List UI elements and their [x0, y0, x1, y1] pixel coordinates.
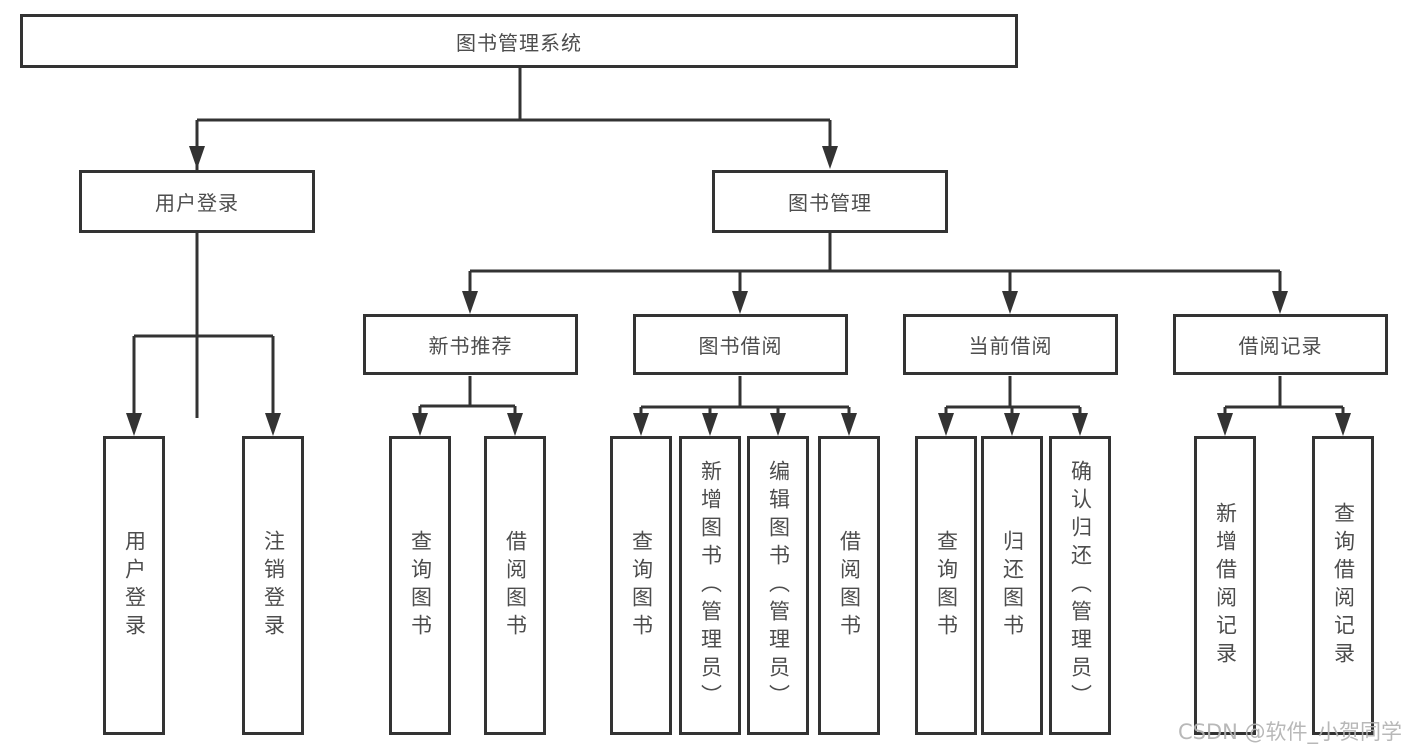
arrowhead-leaf-d1 — [938, 413, 954, 436]
arrowhead-currentborrow — [1002, 291, 1018, 314]
leaf-logout: 注销登录 — [242, 436, 304, 735]
connector-newbook-bus — [418, 376, 517, 420]
leaf-query-books-recommend-label: 查询图书 — [408, 529, 433, 642]
node-book-management-label: 图书管理 — [788, 191, 872, 215]
connector-bookborrow-bus — [639, 376, 851, 420]
node-new-book-recommend-label: 新书推荐 — [428, 334, 513, 358]
arrowhead-leaf-logout — [265, 413, 281, 436]
node-borrow-records: 借阅记录 — [1173, 314, 1388, 375]
node-borrow-records-label: 借阅记录 — [1238, 334, 1323, 358]
arrowhead-leaf-b1 — [412, 413, 428, 436]
leaf-borrow-books: 借阅图书 — [818, 436, 880, 735]
leaf-edit-books-admin: 编辑图书（管理员） — [747, 436, 809, 735]
connector-paths — [132, 68, 1345, 420]
leaf-logout-label: 注销登录 — [261, 529, 286, 642]
node-book-borrow-label: 图书借阅 — [698, 334, 783, 358]
leaf-edit-books-admin-label: 编辑图书（管理员） — [766, 459, 791, 712]
arrowhead-leaf-c3 — [770, 413, 786, 436]
arrowhead-bookmgmt — [822, 146, 838, 169]
leaf-query-books-current: 查询图书 — [915, 436, 977, 735]
node-user-login-label: 用户登录 — [155, 191, 239, 215]
leaf-add-borrow-record-label: 新增借阅记录 — [1213, 501, 1238, 670]
node-root-system-label: 图书管理系统 — [456, 30, 582, 55]
leaf-query-books-borrow: 查询图书 — [610, 436, 672, 735]
node-new-book-recommend: 新书推荐 — [363, 314, 578, 375]
arrowhead-records — [1272, 291, 1288, 314]
arrowhead-leaf-d3 — [1072, 413, 1088, 436]
leaf-confirm-return-admin-label: 确认归还（管理员） — [1068, 459, 1093, 712]
leaf-query-borrow-record-label: 查询借阅记录 — [1331, 501, 1356, 670]
leaf-borrow-books-recommend: 借阅图书 — [484, 436, 546, 735]
arrowhead-leaf-userlogin — [126, 413, 142, 436]
arrowhead-leaf-b2 — [507, 413, 523, 436]
leaf-query-borrow-record: 查询借阅记录 — [1312, 436, 1374, 735]
leaf-user-login: 用户登录 — [103, 436, 165, 735]
arrowhead-leaf-d2 — [1004, 413, 1020, 436]
arrowheads — [126, 146, 1351, 436]
leaf-query-books-current-label: 查询图书 — [934, 529, 959, 642]
arrowhead-userlogin — [189, 146, 205, 169]
node-current-borrow-label: 当前借阅 — [968, 334, 1053, 358]
node-book-borrow: 图书借阅 — [633, 314, 848, 375]
arrowhead-newbook — [462, 291, 478, 314]
node-book-management: 图书管理 — [712, 170, 948, 233]
connector-bookmgmt-bus — [468, 233, 1282, 298]
csdn-watermark: CSDN @软件_小贺同学 — [1178, 720, 1403, 744]
leaf-borrow-books-recommend-label: 借阅图书 — [503, 529, 528, 642]
leaf-user-login-label: 用户登录 — [122, 529, 147, 642]
leaf-add-books-admin-label: 新增图书（管理员） — [698, 459, 723, 712]
node-current-borrow: 当前借阅 — [903, 314, 1118, 375]
connector-root-bus — [195, 68, 832, 418]
leaf-query-books-borrow-label: 查询图书 — [629, 529, 654, 642]
leaf-add-borrow-record: 新增借阅记录 — [1194, 436, 1256, 735]
leaf-query-books-recommend: 查询图书 — [389, 436, 451, 735]
leaf-add-books-admin: 新增图书（管理员） — [679, 436, 741, 735]
connector-userlogin-bus — [132, 233, 275, 420]
node-root-system: 图书管理系统 — [20, 14, 1018, 68]
node-user-login: 用户登录 — [79, 170, 315, 233]
arrowhead-bookborrow — [732, 291, 748, 314]
leaf-confirm-return-admin: 确认归还（管理员） — [1049, 436, 1111, 735]
leaf-return-books: 归还图书 — [981, 436, 1043, 735]
leaf-borrow-books-label: 借阅图书 — [837, 529, 862, 642]
arrowhead-leaf-c4 — [841, 413, 857, 436]
arrowhead-leaf-c1 — [633, 413, 649, 436]
arrowhead-leaf-e2 — [1335, 413, 1351, 436]
leaf-return-books-label: 归还图书 — [1000, 529, 1025, 642]
arrowhead-leaf-c2 — [702, 413, 718, 436]
connector-records-bus — [1223, 376, 1345, 420]
arrowhead-leaf-e1 — [1217, 413, 1233, 436]
